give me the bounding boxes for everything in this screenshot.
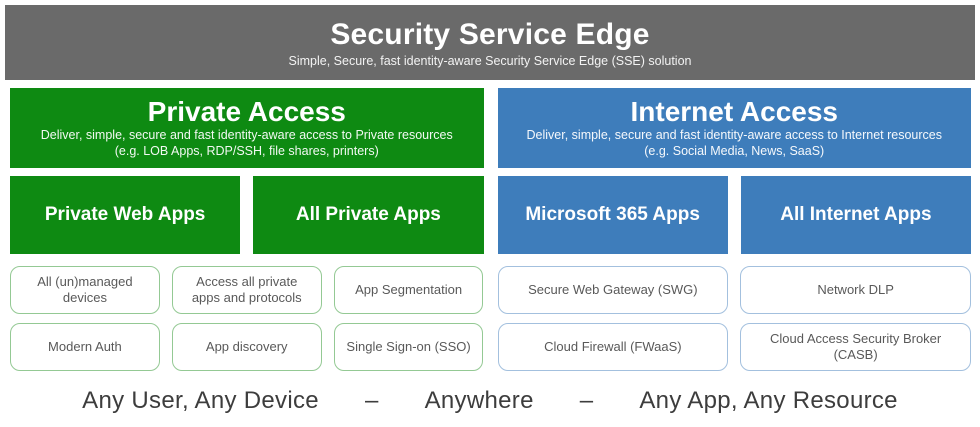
tagline-separator: – <box>579 387 594 414</box>
category-private-web-apps: Private Web Apps <box>10 176 241 254</box>
feature-cloud-firewall: Cloud Firewall (FWaaS) <box>497 323 729 371</box>
category-microsoft-365-apps: Microsoft 365 Apps <box>497 176 728 254</box>
header-banner: Security Service Edge Simple, Secure, fa… <box>5 5 975 80</box>
internet-access-title: Internet Access <box>630 96 839 128</box>
feature-access-all-private-apps: Access all private apps and protocols <box>171 266 322 314</box>
feature-network-dlp: Network DLP <box>740 266 971 314</box>
tagline-separator: – <box>364 387 379 414</box>
private-access-examples: (e.g. LOB Apps, RDP/SSH, file shares, pr… <box>114 144 379 159</box>
private-access-column: Private Access Deliver, simple, secure a… <box>10 88 484 371</box>
private-access-title: Private Access <box>147 96 346 128</box>
page-subtitle: Simple, Secure, fast identity-aware Secu… <box>288 53 692 68</box>
feature-unmanaged-devices: All (un)managed devices <box>10 266 160 314</box>
internet-access-column: Internet Access Deliver, simple, secure … <box>497 88 971 371</box>
feature-single-sign-on: Single Sign-on (SSO) <box>333 323 484 371</box>
private-features: All (un)managed devices Access all priva… <box>10 266 484 371</box>
tagline-any-user-device: Any User, Any Device <box>82 387 319 414</box>
category-all-internet-apps: All Internet Apps <box>740 176 971 254</box>
main-columns: Private Access Deliver, simple, secure a… <box>0 80 980 371</box>
private-categories: Private Web Apps All Private Apps <box>10 176 484 254</box>
internet-access-examples: (e.g. Social Media, News, SaaS) <box>644 144 825 159</box>
feature-modern-auth: Modern Auth <box>10 323 160 371</box>
page-title: Security Service Edge <box>330 17 650 51</box>
tagline-any-app-resource: Any App, Any Resource <box>639 387 898 414</box>
feature-app-segmentation: App Segmentation <box>333 266 484 314</box>
internet-access-subtitle: Deliver, simple, secure and fast identit… <box>526 128 942 143</box>
tagline-anywhere: Anywhere <box>424 387 534 414</box>
internet-access-banner: Internet Access Deliver, simple, secure … <box>497 88 971 168</box>
tagline: Any User, Any Device – Anywhere – Any Ap… <box>0 387 980 415</box>
internet-features: Secure Web Gateway (SWG) Network DLP Clo… <box>497 266 971 371</box>
feature-secure-web-gateway: Secure Web Gateway (SWG) <box>497 266 729 314</box>
internet-categories: Microsoft 365 Apps All Internet Apps <box>497 176 971 254</box>
feature-casb: Cloud Access Security Broker (CASB) <box>740 323 971 371</box>
private-access-banner: Private Access Deliver, simple, secure a… <box>10 88 484 168</box>
feature-app-discovery: App discovery <box>171 323 322 371</box>
private-access-subtitle: Deliver, simple, secure and fast identit… <box>40 128 453 143</box>
category-all-private-apps: All Private Apps <box>253 176 484 254</box>
